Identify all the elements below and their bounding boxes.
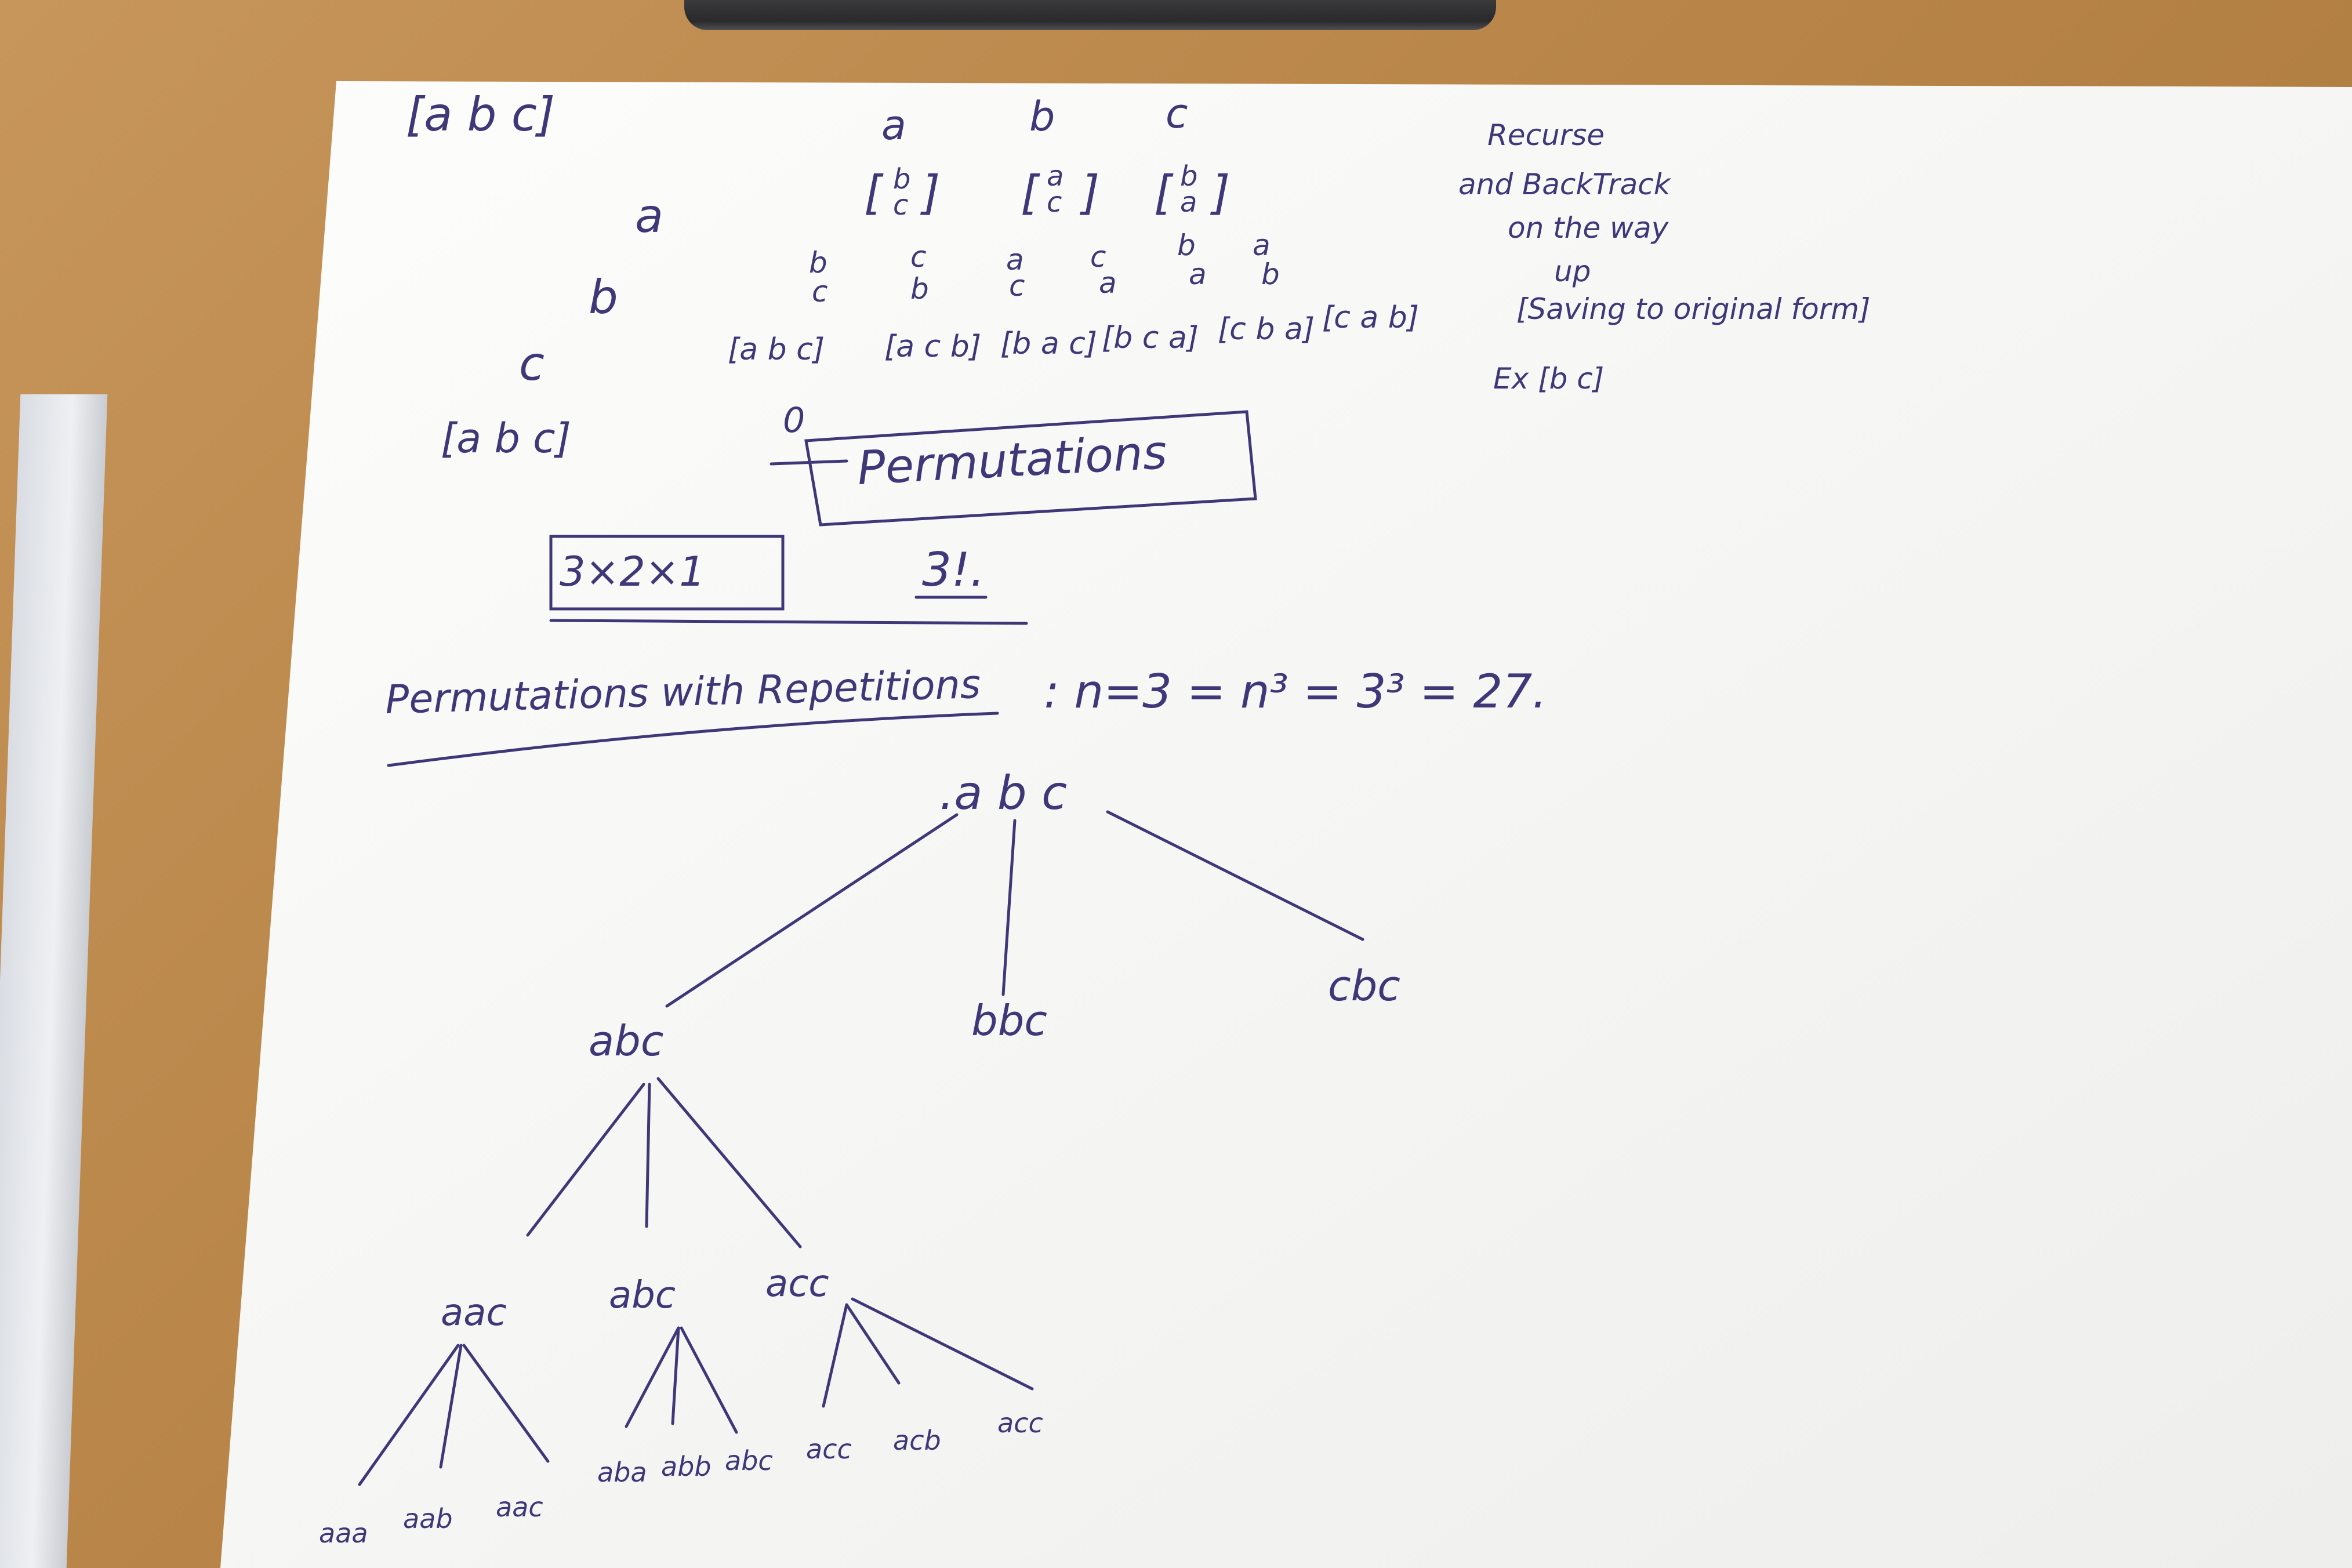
svg-text:b: b xyxy=(910,272,929,306)
svg-text:b: b xyxy=(893,163,910,195)
svg-text:b: b xyxy=(1177,228,1196,262)
svg-text:Recurse: Recurse xyxy=(1487,118,1605,152)
svg-text:c: c xyxy=(893,189,908,222)
top-set: [a b c] xyxy=(406,88,555,141)
svg-text:up: up xyxy=(1554,255,1591,288)
svg-text:]: ] xyxy=(920,166,940,220)
paper-sheet xyxy=(220,81,2352,1568)
pairs-row: b c c b a c c a b a a b xyxy=(809,228,1280,308)
svg-text:c: c xyxy=(910,240,927,274)
svg-text:a: a xyxy=(1189,257,1207,291)
permutations-box xyxy=(804,410,1257,527)
level-letter-a: a xyxy=(635,189,663,243)
svg-text:a: a xyxy=(1253,228,1271,262)
svg-text:acc: acc xyxy=(806,1433,852,1465)
tree-level3: aaa aab aac aba abb abc acc acb acc xyxy=(319,1407,1043,1549)
side-note: Recurse and BackTrack on the way up [Sav… xyxy=(1458,118,1871,395)
svg-text:[Saving to original form]: [Saving to original form] xyxy=(1516,292,1871,326)
svg-text:]: ] xyxy=(1210,166,1230,220)
results-row: [a b c] [a c b] [b a c] [b c a] [c b a] … xyxy=(728,300,1419,367)
svg-text:b: b xyxy=(1261,257,1280,291)
svg-text:and BackTrack: and BackTrack xyxy=(1458,168,1672,201)
col-head-a: a xyxy=(881,101,906,149)
level-letter-c: c xyxy=(519,337,545,391)
svg-text:abb: abb xyxy=(661,1451,712,1482)
col-head-b: b xyxy=(1029,93,1055,140)
col-head-c: c xyxy=(1166,90,1188,137)
factorial-box-text: 3×2×1 xyxy=(560,548,705,596)
svg-text:b: b xyxy=(1180,160,1197,193)
tree-level2: aac abc acc xyxy=(441,1262,829,1334)
svg-text:[a c b]: [a c b] xyxy=(884,329,981,364)
svg-text:acc: acc xyxy=(997,1407,1043,1439)
svg-text:c: c xyxy=(1090,240,1106,274)
svg-text:a: a xyxy=(1006,243,1024,277)
svg-text:[: [ xyxy=(1154,166,1174,220)
svg-text:[c a b]: [c a b] xyxy=(1322,300,1419,335)
svg-text:aaa: aaa xyxy=(319,1518,368,1549)
bottom-set: [a b c] xyxy=(441,415,571,462)
factorial: 3!. xyxy=(922,543,985,597)
svg-text:aab: aab xyxy=(403,1503,453,1534)
svg-text:aba: aba xyxy=(597,1457,647,1488)
svg-text:acc: acc xyxy=(765,1262,829,1305)
svg-text:cbc: cbc xyxy=(1328,961,1400,1010)
svg-text:bbc: bbc xyxy=(971,996,1047,1045)
tree-level1: abc bbc cbc xyxy=(589,961,1400,1065)
svg-text:a: a xyxy=(1180,186,1197,219)
tree-edges xyxy=(358,810,1364,1486)
tree-root: .a b c xyxy=(939,766,1067,820)
svg-text:b: b xyxy=(809,246,827,280)
svg-text:[b a c]: [b a c] xyxy=(1000,326,1097,361)
svg-text:aac: aac xyxy=(496,1491,543,1523)
factorial-box xyxy=(549,535,785,611)
svg-text:[b c a]: [b c a] xyxy=(1102,321,1199,355)
repetition-underline xyxy=(387,712,999,767)
svg-text:aac: aac xyxy=(441,1291,507,1334)
svg-text:Ex [b c]: Ex [b c] xyxy=(1493,362,1604,395)
svg-text:c: c xyxy=(1009,269,1025,303)
zero-mark: 0 xyxy=(783,400,805,441)
svg-text:[a b c]: [a b c] xyxy=(728,332,825,367)
level-letter-b: b xyxy=(589,270,618,324)
svg-text:[: [ xyxy=(864,166,884,220)
svg-text:c: c xyxy=(812,275,828,308)
svg-text:c: c xyxy=(1047,186,1062,219)
col-set-3: [ b a ] xyxy=(1154,160,1230,220)
svg-text:]: ] xyxy=(1079,166,1099,220)
svg-text:a: a xyxy=(1099,266,1117,300)
svg-text:[: [ xyxy=(1021,166,1040,220)
col-set-1: [ b c ] xyxy=(864,163,940,222)
dark-device-edge xyxy=(684,0,1496,30)
svg-text:on the way: on the way xyxy=(1508,211,1669,245)
svg-text:a: a xyxy=(1047,160,1064,193)
svg-text:abc: abc xyxy=(589,1017,663,1065)
col-set-2: [ a c ] xyxy=(1021,160,1099,220)
svg-text:[c b a]: [c b a] xyxy=(1218,312,1315,347)
svg-text:abc: abc xyxy=(609,1274,676,1317)
svg-text:abc: abc xyxy=(725,1445,773,1476)
formula: : n=3 = n³ = 3³ = 27. xyxy=(1044,665,1547,718)
svg-text:acb: acb xyxy=(893,1425,941,1456)
